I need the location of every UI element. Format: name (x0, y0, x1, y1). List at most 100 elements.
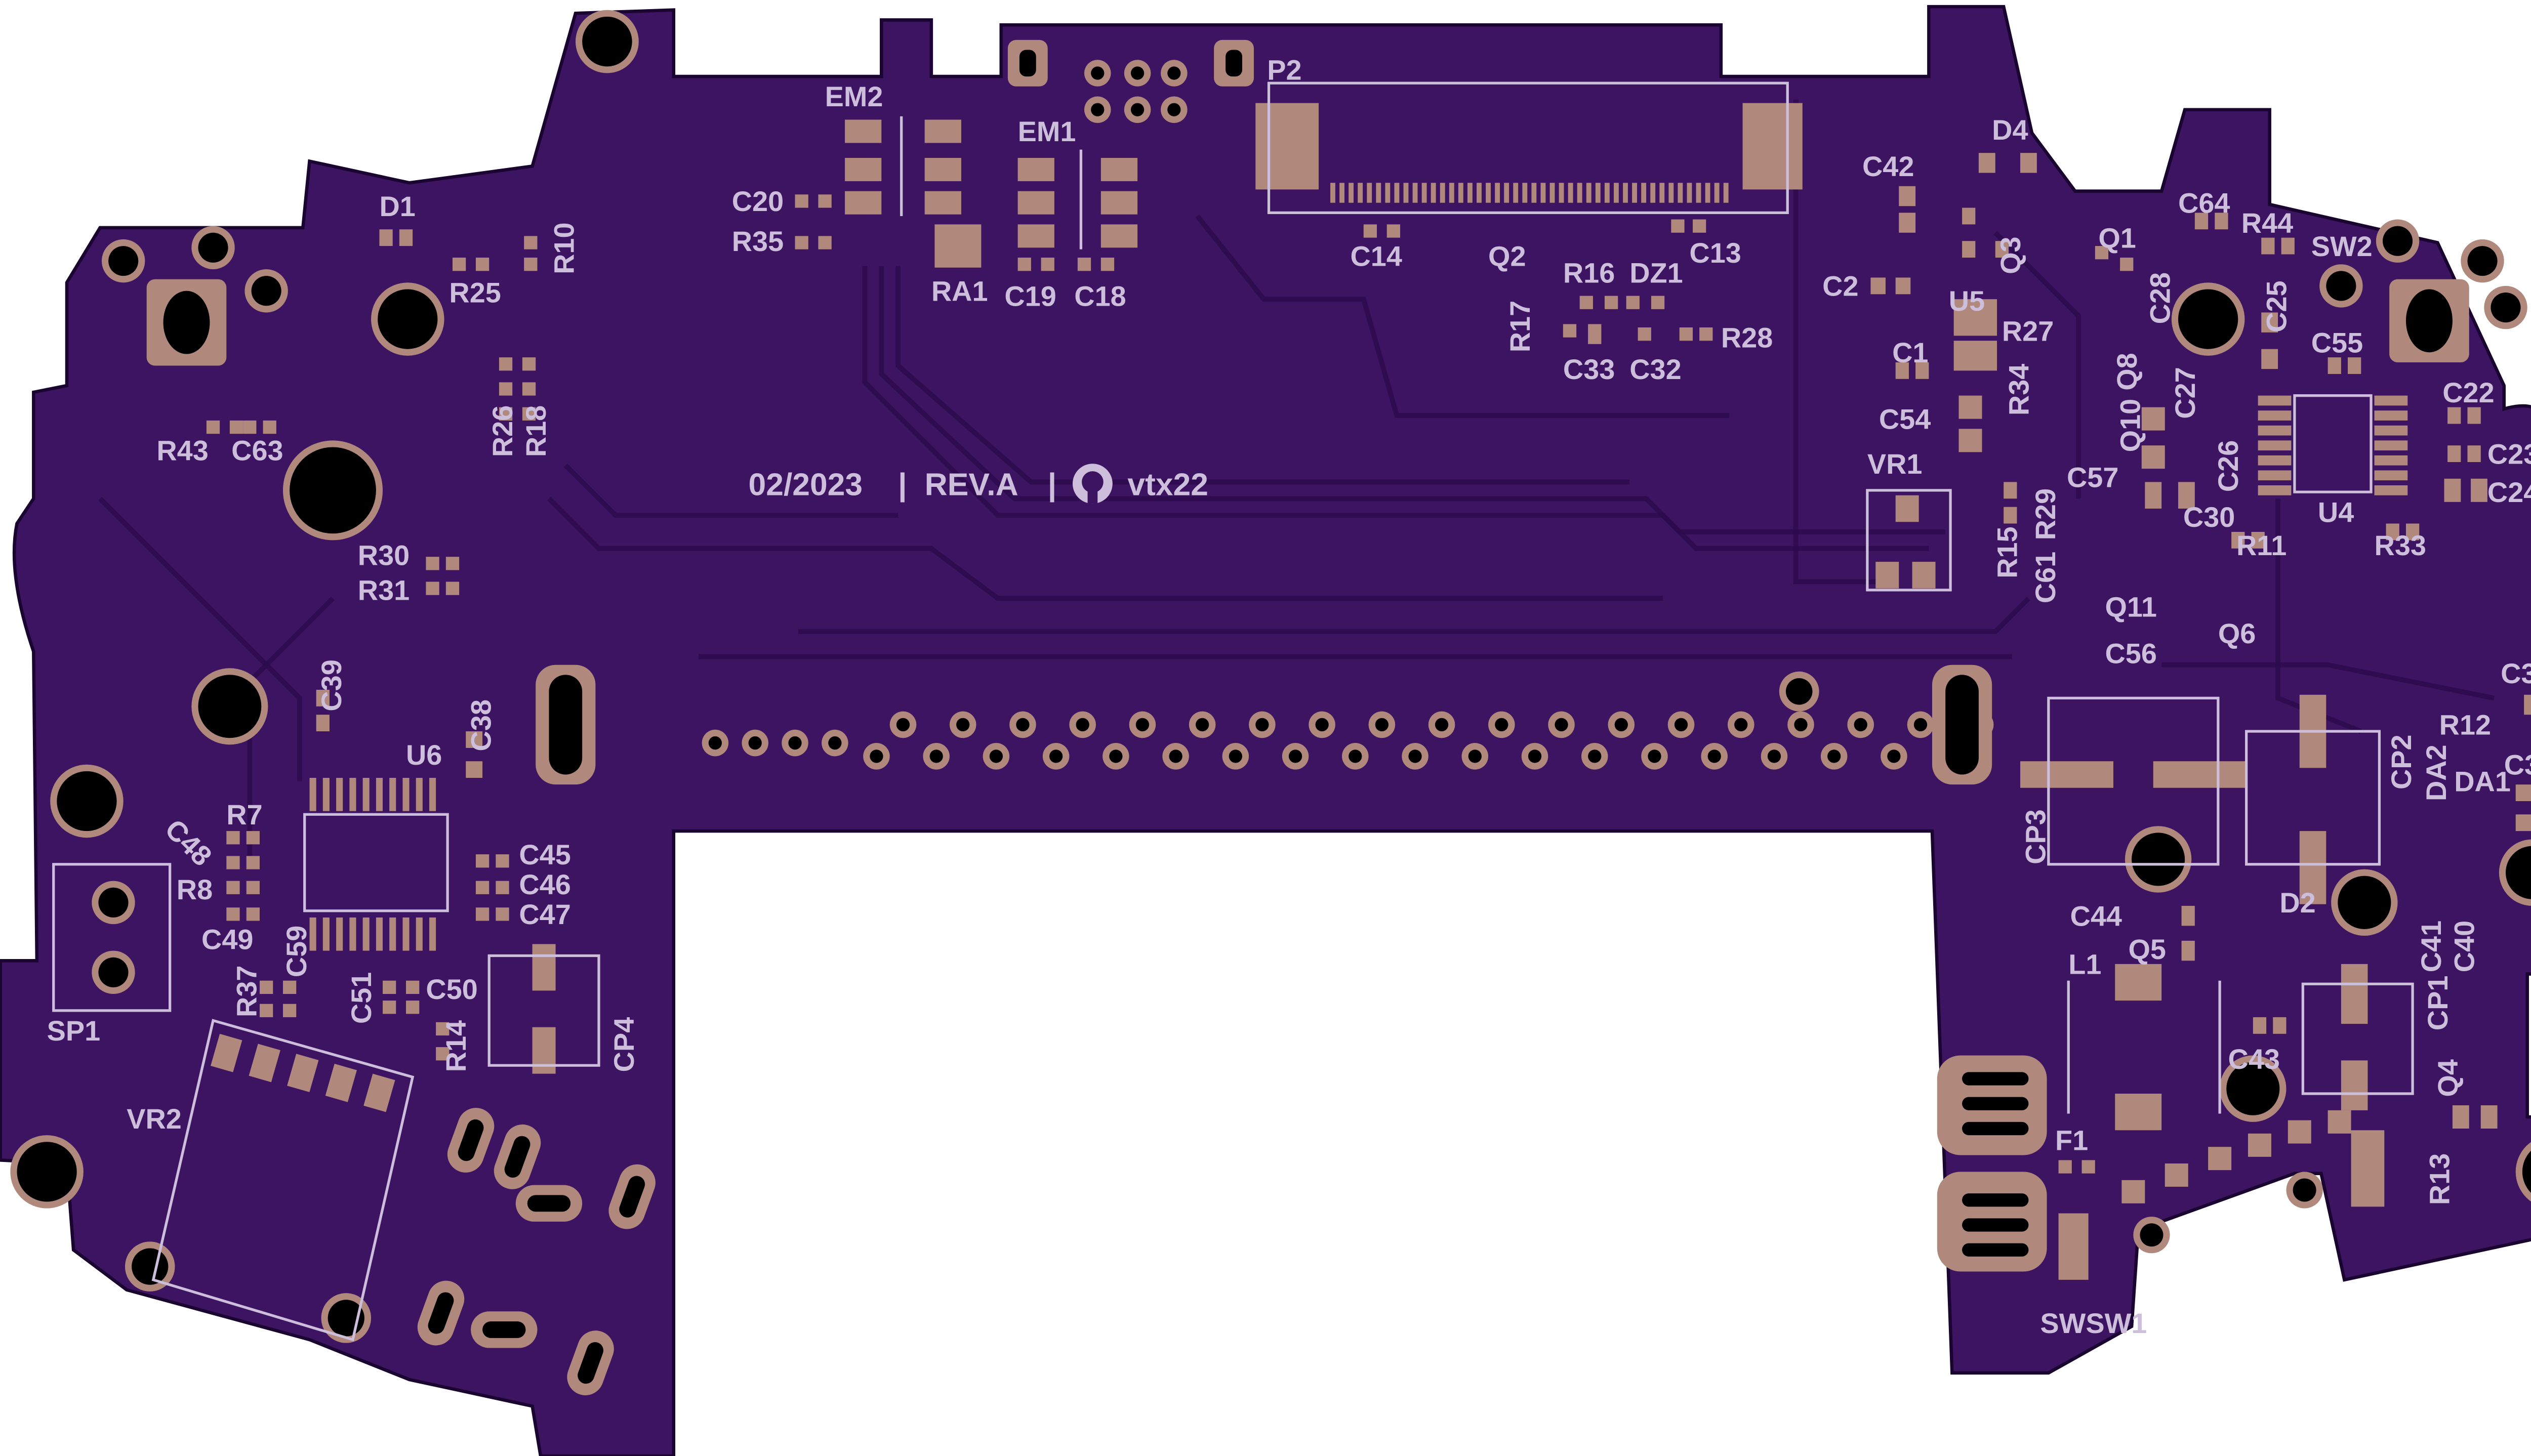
smd-pad (2248, 1133, 2271, 1157)
smd-pad (436, 1047, 450, 1061)
smd-pad (416, 917, 423, 951)
designator-sp1: SP1 (47, 1015, 101, 1047)
smd-pad (2153, 761, 2247, 788)
smd-pad (429, 778, 436, 811)
smd-pad (2467, 407, 2481, 424)
designator-c28: C28 (2144, 272, 2176, 324)
designator-c47: C47 (519, 898, 570, 930)
designator-c55: C55 (2311, 326, 2363, 358)
smd-pad (499, 357, 513, 371)
smd-pad (2258, 455, 2292, 466)
smd-pad (2524, 694, 2531, 715)
designator-cp4: CP4 (608, 1017, 640, 1072)
designator-c44: C44 (2070, 900, 2122, 932)
smd-pad (2194, 213, 2209, 230)
connector-pin-pad (1714, 183, 1720, 203)
connector-pin-pad (1632, 183, 1637, 203)
mounting-hole (2293, 1178, 2316, 1202)
smd-pad (2258, 485, 2292, 495)
designator-c30: C30 (2183, 501, 2235, 533)
designator-r18: R18 (520, 405, 552, 457)
smd-pad (2215, 213, 2228, 230)
smd-pad (2341, 1060, 2368, 1110)
smd-pad (226, 856, 240, 869)
smd-pad (2447, 407, 2461, 424)
smd-pad (1017, 191, 1054, 215)
revision-marking: 02/2023 | REV.A | vtx22 (749, 464, 1208, 504)
designator-p2: P2 (1267, 54, 1301, 86)
connector-pin-pad (1339, 183, 1344, 203)
designator-r30: R30 (358, 539, 410, 571)
smd-pad (1895, 362, 1909, 379)
silkscreen-outlines (52, 81, 2414, 1342)
smd-pad (2115, 964, 2162, 1001)
designator-em2: EM2 (825, 80, 883, 112)
connector-pin-pad (1577, 183, 1582, 203)
smd-pad (1693, 219, 1706, 233)
smd-pad (2141, 407, 2165, 431)
connector-pin-pad (1540, 183, 1546, 203)
oval-slots (536, 664, 2047, 1272)
smd-pad (2467, 445, 2481, 463)
slot-hole (447, 1108, 495, 1173)
smd-pad (2328, 357, 2341, 374)
smd-pad (383, 1001, 396, 1014)
mounting-hole (2178, 289, 2238, 349)
smd-pad (2253, 1017, 2267, 1034)
smd-pad (2141, 445, 2165, 469)
smd-pad (1386, 224, 1400, 238)
connector-pin-pad (1449, 183, 1454, 203)
designator-c57: C57 (2067, 461, 2118, 493)
smd-pad (1363, 224, 1377, 238)
mounting-hole (198, 675, 262, 738)
smd-pad (532, 944, 556, 991)
connector-pin-pad (1668, 183, 1674, 203)
designator-d4: D4 (1992, 114, 2028, 146)
smd-pad (1651, 296, 1665, 309)
designator-c56: C56 (2105, 637, 2157, 669)
mounting-hole (1785, 678, 1813, 705)
designator-c61: C61 (2029, 552, 2061, 603)
connector-pin-pad (1687, 183, 1692, 203)
designator-r43: R43 (156, 435, 208, 467)
smd-pad (1604, 296, 1618, 309)
designator-c64: C64 (2178, 187, 2230, 219)
connector-pin-pad (1531, 183, 1537, 203)
smd-pad (322, 917, 330, 951)
smd-pad (2273, 1017, 2287, 1034)
designator-c42: C42 (1862, 150, 1914, 182)
header-pins (417, 39, 1994, 1395)
smd-pad (2261, 237, 2275, 255)
smd-pad (499, 382, 513, 396)
mounting-hole (2491, 293, 2521, 323)
connector-pin-pad (1705, 183, 1710, 203)
designator-q11: Q11 (2105, 591, 2157, 622)
smd-pad (475, 907, 489, 921)
designator-r34: R34 (2003, 364, 2034, 415)
smd-pad (2515, 784, 2531, 802)
smd-pad (226, 907, 240, 921)
smd-pad (466, 761, 483, 778)
smd-pad (1742, 103, 1803, 190)
smd-pad (1895, 495, 1919, 522)
designator-c24: C24 (2487, 476, 2531, 508)
connector-pin-pad (1641, 183, 1647, 203)
smd-pad (2121, 1180, 2145, 1203)
connector-pin-pad (1358, 183, 1363, 203)
mounting-hole (57, 771, 117, 831)
connector-pin-pad (1522, 183, 1528, 203)
smd-pad (2058, 1213, 2089, 1280)
designator-c27: C27 (2169, 367, 2201, 419)
smd-pad (2058, 1160, 2072, 1174)
smd-pad (1895, 277, 1911, 295)
mounting-hole (108, 246, 139, 276)
smd-pad (379, 229, 393, 246)
smd-pad (2452, 1105, 2469, 1129)
smd-pad (1100, 224, 1138, 248)
mounting-hole (251, 276, 281, 306)
designator-cp3: CP3 (2019, 809, 2051, 864)
smd-pad (1100, 258, 1115, 271)
designator-c59: C59 (280, 926, 312, 977)
